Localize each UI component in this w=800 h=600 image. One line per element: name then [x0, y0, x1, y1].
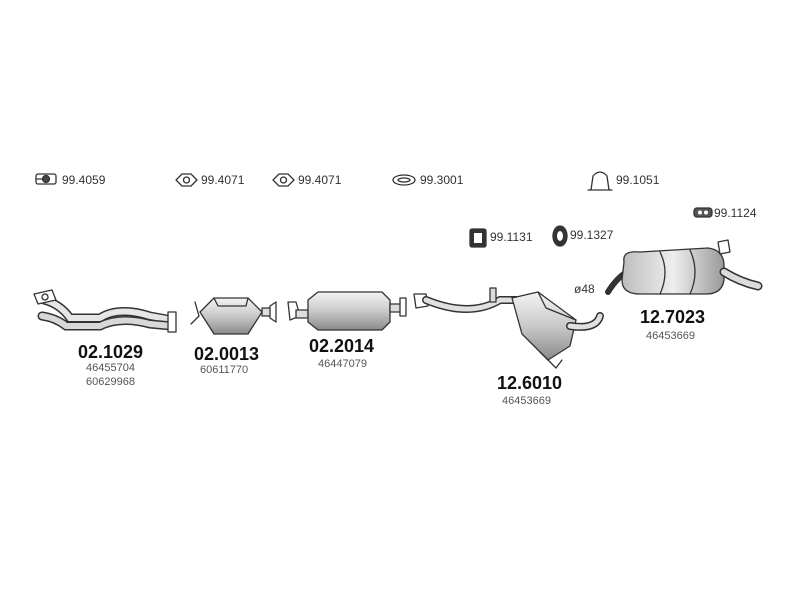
- rubber-mount-icon[interactable]: [693, 207, 713, 218]
- oem-number: 46447079: [318, 358, 367, 370]
- part-code: 02.0013: [194, 344, 260, 364]
- pipe-diameter-label: ø48: [574, 282, 595, 296]
- ring-gasket-icon[interactable]: [175, 173, 198, 187]
- front-silencer-part[interactable]: [287, 291, 407, 331]
- middle-silencer-part[interactable]: [413, 287, 604, 369]
- rear-silencer-part[interactable]: [605, 239, 763, 295]
- oem-number: 46453669: [646, 330, 695, 342]
- hanger-bracket-icon[interactable]: [469, 228, 487, 248]
- accessory-code: 99.1051: [616, 173, 660, 187]
- part-code: 12.6010: [497, 373, 563, 393]
- part-code: 02.1029: [78, 342, 144, 362]
- clamp-gasket-icon[interactable]: [35, 173, 57, 185]
- oem-number: 46453669: [502, 395, 551, 407]
- part-code: 12.7023: [640, 307, 706, 327]
- accessory-code: 99.3001: [420, 173, 464, 187]
- accessory-code: 99.4071: [298, 173, 342, 187]
- oem-number: 60611770: [200, 364, 249, 376]
- rubber-ring-icon[interactable]: [552, 225, 568, 247]
- flat-ring-icon[interactable]: [392, 174, 416, 186]
- accessory-code: 99.4071: [201, 173, 245, 187]
- oem-number: 60629968: [86, 376, 135, 388]
- part-code: 02.2014: [309, 336, 375, 356]
- accessory-code: 99.1327: [570, 228, 614, 242]
- front-pipe-part[interactable]: [33, 289, 177, 333]
- accessory-code: 99.4059: [62, 173, 106, 187]
- u-clamp-icon[interactable]: [587, 171, 613, 191]
- ring-gasket-icon[interactable]: [272, 173, 295, 187]
- oem-number: 46455704: [86, 362, 135, 374]
- accessory-code: 99.1131: [490, 230, 533, 244]
- catalytic-converter-part[interactable]: [190, 297, 277, 335]
- accessory-code: 99.1124: [714, 206, 757, 220]
